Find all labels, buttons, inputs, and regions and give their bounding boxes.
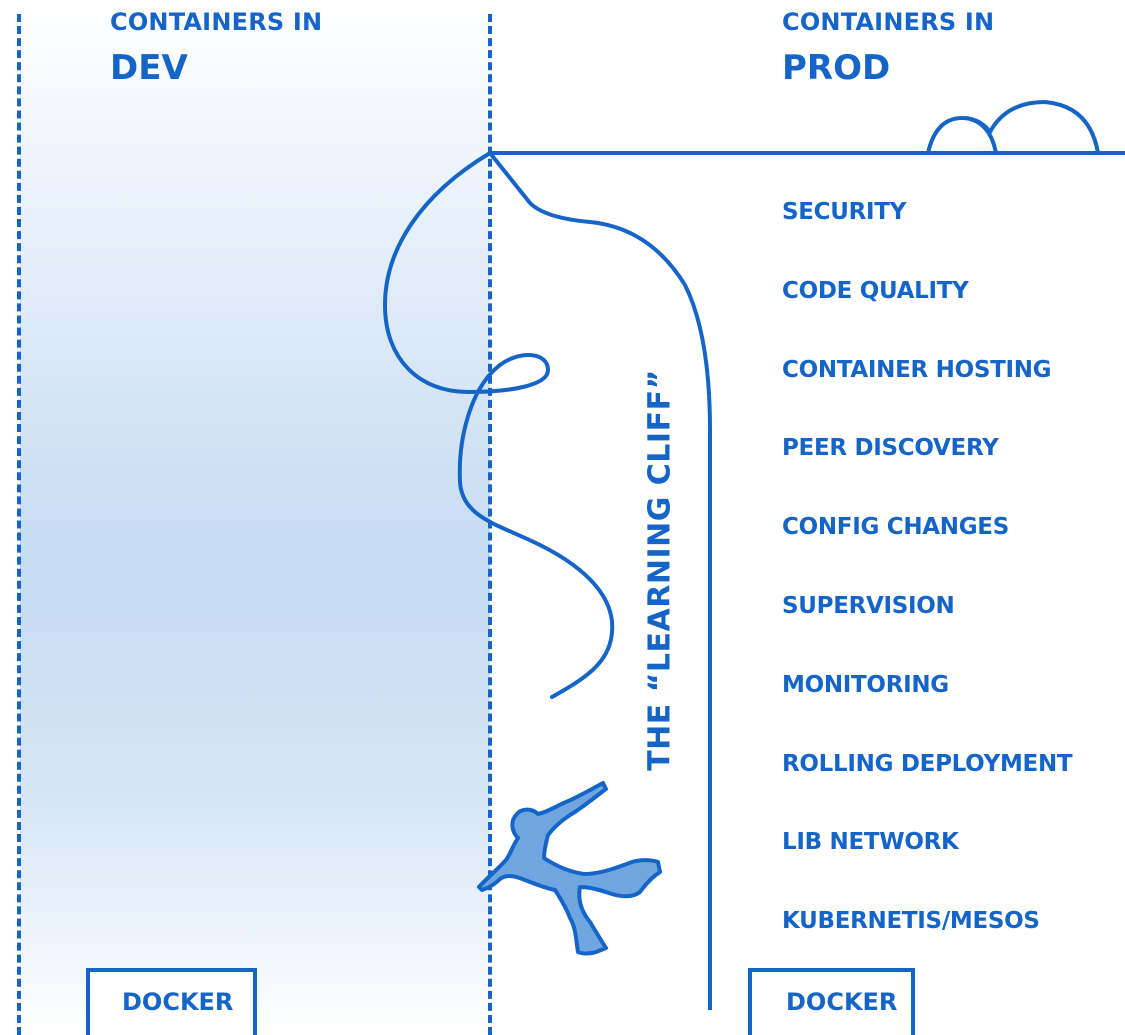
prod-requirements-list: SECURITY CODE QUALITY CONTAINER HOSTING … bbox=[782, 196, 1073, 984]
prod-title: PROD bbox=[782, 48, 891, 88]
cliff-face bbox=[488, 151, 712, 1010]
list-item: ROLLING DEPLOYMENT bbox=[782, 750, 1073, 777]
dev-subtitle: CONTAINERS IN bbox=[110, 8, 323, 36]
falling-person-icon bbox=[477, 781, 662, 956]
dev-right-border bbox=[488, 14, 492, 1035]
list-item: CODE QUALITY bbox=[782, 277, 969, 304]
prod-docker-box: DOCKER bbox=[748, 968, 915, 1035]
cloud-icon bbox=[926, 99, 1100, 154]
dev-panel bbox=[20, 0, 490, 1035]
dev-title: DEV bbox=[110, 48, 188, 88]
list-item: LIB NETWORK bbox=[782, 829, 959, 856]
list-item: PEER DISCOVERY bbox=[782, 435, 999, 462]
dev-left-border bbox=[17, 14, 21, 1035]
rope-icon bbox=[382, 151, 615, 699]
list-item: MONITORING bbox=[782, 671, 949, 698]
list-item: SUPERVISION bbox=[782, 592, 955, 619]
list-item: SECURITY bbox=[782, 199, 907, 225]
list-item: KUBERNETIS/MESOS bbox=[782, 908, 1040, 935]
learning-cliff-label: THE “LEARNING CLIFF” bbox=[642, 369, 678, 771]
list-item: CONFIG CHANGES bbox=[782, 514, 1009, 541]
dev-docker-box: DOCKER bbox=[86, 968, 257, 1035]
list-item: CONTAINER HOSTING bbox=[782, 356, 1052, 383]
prod-subtitle: CONTAINERS IN bbox=[782, 8, 995, 36]
dev-docker-label: DOCKER bbox=[122, 988, 234, 1016]
prod-docker-label: DOCKER bbox=[786, 988, 898, 1016]
